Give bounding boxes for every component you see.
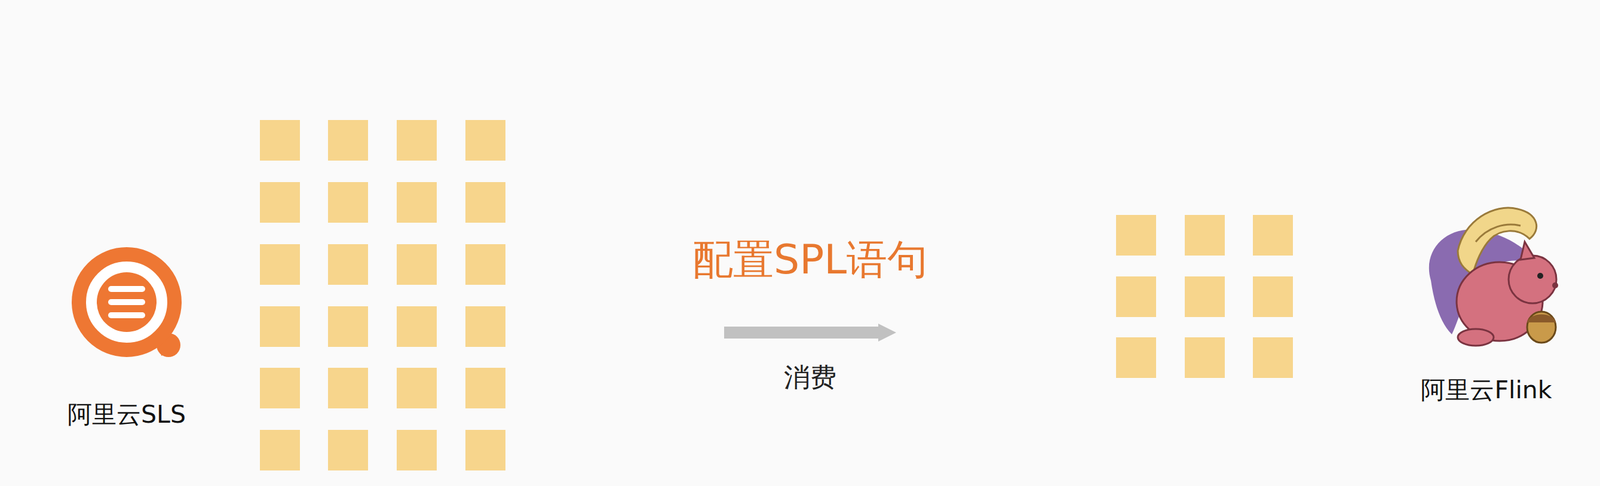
data-square [396,368,437,409]
data-square [465,244,506,285]
data-square [465,182,506,223]
data-square [465,306,506,348]
data-square [465,368,506,409]
data-square [396,430,437,471]
data-square [328,306,369,348]
data-square [1252,337,1293,379]
data-square [465,120,506,161]
sls-logo [78,254,181,358]
logo-node: 阿里云SLS [47,107,725,484]
data-square [328,120,369,161]
flink-logo [1429,207,1559,346]
step-title: 配置SPL语句 [692,235,928,285]
data-square [328,244,369,285]
data-square [1184,337,1225,379]
data-square [259,120,300,161]
data-square [1116,215,1157,256]
data-square [1252,215,1293,256]
data-square [396,182,437,223]
node-label: 阿里云SLS [67,400,186,430]
data-square [465,430,506,471]
data-square [1116,276,1157,318]
edge-label: 消费 [783,362,837,394]
data-square [1116,337,1157,379]
data-square [1184,276,1225,318]
data-square [396,306,437,348]
node-label: 阿里云Flink [1420,375,1552,406]
data-square [259,368,300,409]
data-square [396,120,437,161]
data-square [1184,215,1225,256]
data-square [1252,276,1293,318]
data-square [328,368,369,409]
data-grid [259,120,506,471]
data-square [259,430,300,471]
data-square [328,182,369,223]
flow-arrow [724,326,879,339]
data-square [396,244,437,285]
logo-node: 阿里云Flink [896,107,1584,484]
data-square [259,244,300,285]
data-square [328,430,369,471]
data-grid [1116,215,1293,379]
data-square [259,306,300,348]
data-square [259,182,300,223]
